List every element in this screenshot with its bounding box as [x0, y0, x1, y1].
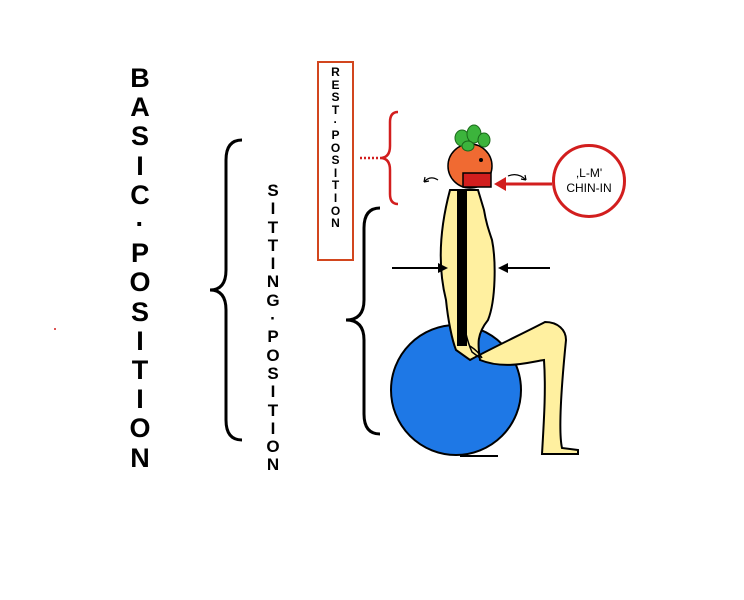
right-push-arrow: [498, 263, 550, 273]
left-push-arrow: [392, 263, 448, 273]
vertical-letter: R: [331, 66, 340, 79]
lm-chin-in-badge: ,L-M' CHIN-IN: [552, 144, 626, 218]
vertical-letter: O: [129, 268, 150, 297]
sitting-brace: [210, 140, 242, 440]
chin-in-label: CHIN-IN: [566, 181, 611, 196]
vertical-letter: O: [266, 347, 279, 365]
vertical-letter: N: [130, 444, 150, 473]
vertical-letter: O: [266, 438, 279, 456]
vertical-letter: T: [268, 237, 278, 255]
vertical-letter: I: [136, 327, 144, 356]
vertical-letter: ·: [136, 210, 145, 239]
vertical-letter: S: [331, 154, 339, 167]
stray-dot: [54, 328, 56, 330]
vertical-letter: I: [334, 192, 337, 205]
vertical-letter: I: [271, 383, 276, 401]
rest-brace: [380, 112, 398, 204]
vertical-letter: I: [271, 255, 276, 273]
vertical-letter: I: [271, 420, 276, 438]
vertical-letter: S: [267, 365, 278, 383]
vertical-letter: C: [130, 181, 150, 210]
vertical-letter: G: [266, 292, 279, 310]
vertical-letter: O: [129, 414, 150, 443]
spine-icon: [457, 190, 467, 346]
vertical-letter: S: [331, 91, 339, 104]
vertical-letter: A: [130, 93, 150, 122]
vertical-letter: I: [271, 200, 276, 218]
lm-label: ,L-M': [576, 166, 602, 181]
vertical-letter: ·: [270, 310, 276, 328]
vertical-letter: N: [267, 273, 279, 291]
vertical-letter: N: [331, 217, 340, 230]
vertical-letter: I: [136, 385, 144, 414]
vertical-letter: P: [331, 129, 339, 142]
vertical-letter: I: [136, 152, 144, 181]
vertical-letter: T: [132, 356, 149, 385]
vertical-letter: S: [267, 182, 278, 200]
vertical-letter: T: [268, 402, 278, 420]
vertical-letter: P: [131, 239, 149, 268]
vertical-letter: P: [267, 328, 278, 346]
vertical-letter: S: [131, 298, 149, 327]
vertical-letter: T: [268, 219, 278, 237]
vertical-letter: S: [131, 122, 149, 151]
vertical-letter: N: [267, 456, 279, 474]
vertical-letter: B: [130, 64, 150, 93]
